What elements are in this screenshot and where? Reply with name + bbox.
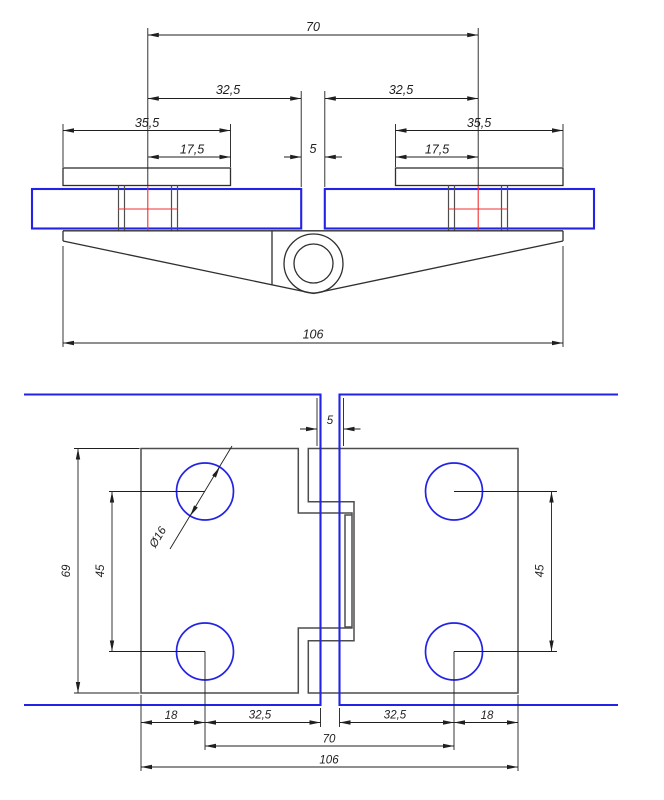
dimension-arrow: [290, 154, 302, 160]
dimension-arrow: [324, 96, 336, 101]
dimension-arrow: [109, 491, 115, 503]
dimension-arrow: [194, 720, 205, 725]
dimension-arrow: [467, 96, 479, 101]
dimension-arrow: [467, 154, 479, 160]
dimension-arrow: [507, 764, 518, 770]
plan-view-dimensions: 5 69 45 45 Ø16 18 32,5 32,5 18 70 106: [61, 398, 557, 771]
dimension-arrow: [109, 640, 115, 652]
dim-label-side-center-to-glass-left: 32,5: [216, 83, 240, 97]
dimension-arrow: [306, 426, 317, 432]
dimension-arrow: [467, 32, 479, 38]
dimension-arrow: [549, 491, 554, 503]
side-view-dimensions: 70 32,5 32,5 35,5 35,5 17,5 17,5 5 106: [62, 20, 564, 347]
dim-label-plan-overall: 106: [319, 755, 339, 767]
hinge-body-line: [62, 240, 314, 295]
dimension-arrow: [552, 340, 563, 346]
dimension-arrow: [212, 467, 220, 478]
hinge-plate-outline: [140, 447, 353, 694]
dimension-arrow: [75, 448, 81, 460]
dim-label-side-screw-left: 17,5: [180, 143, 204, 157]
dim-label-side-overall: 106: [303, 328, 324, 342]
dimension-arrow: [147, 96, 159, 101]
dim-label-plan-height: 69: [61, 564, 73, 577]
dimension-arrow: [309, 720, 321, 725]
dim-label-plan-gap: 5: [327, 415, 334, 427]
dimension-arrow: [552, 128, 563, 133]
dim-label-side-hole-spacing: 70: [306, 20, 320, 34]
hinge-body-line: [313, 240, 564, 295]
hinge-barrel-circle: [293, 243, 334, 284]
dimension-arrow: [395, 154, 407, 160]
dimension-arrow: [549, 640, 554, 652]
dimension-arrow: [343, 426, 355, 432]
glass-panel-edge: [30, 187, 303, 230]
glass-panel-edge: [338, 393, 618, 707]
clamp-plate: [394, 167, 564, 187]
hinge-plate-outline: [344, 514, 352, 628]
dim-label-plan-hole-v-right: 45: [535, 564, 547, 577]
dimension-arrow: [63, 340, 74, 346]
dim-label-side-gap: 5: [310, 142, 317, 156]
dimension-arrow: [141, 720, 152, 725]
hinge-barrel-circle: [283, 233, 344, 294]
dimension-arrow: [339, 720, 351, 725]
side-view: [30, 167, 596, 295]
hinge-plate-outline: [307, 447, 519, 694]
dim-label-plan-hole-to-gap-left: 32,5: [249, 710, 272, 722]
dimension-arrow: [443, 743, 454, 749]
dim-label-side-plate-right: 35,5: [467, 116, 491, 130]
dim-label-plan-hole-dia: Ø16: [147, 525, 169, 551]
dimension-arrow: [141, 764, 152, 770]
dim-label-plan-hole-v-left: 45: [95, 564, 107, 577]
dim-label-side-plate-left: 35,5: [135, 116, 159, 130]
dimension-arrow: [443, 720, 454, 725]
dimension-arrow: [395, 128, 407, 133]
glass-panel-edge: [24, 393, 322, 707]
dimension-arrow: [290, 96, 302, 101]
dimension-arrow: [75, 682, 81, 693]
dim-label-side-screw-right: 17,5: [425, 143, 449, 157]
dimension-arrow: [507, 720, 518, 725]
dim-label-plan-hole-to-gap-right: 32,5: [384, 710, 407, 722]
dimension-arrow: [63, 128, 74, 133]
dimension-arrow: [205, 720, 216, 725]
clamp-plate: [62, 167, 232, 187]
dimension-arrow: [454, 720, 465, 725]
dimension-arrow: [219, 154, 231, 160]
dim-label-plan-edge-right: 18: [481, 710, 494, 722]
dimension-arrow: [190, 505, 198, 516]
dimension-arrow: [205, 743, 216, 749]
dim-label-side-center-to-glass-right: 32,5: [389, 83, 413, 97]
glass-panel-edge: [323, 187, 596, 230]
dimension-arrow: [147, 154, 159, 160]
dimension-arrow: [147, 32, 159, 38]
dimension-arrow: [324, 154, 336, 160]
plan-view: [24, 393, 618, 707]
dimension-line: [169, 445, 233, 550]
dim-label-plan-hole-spacing: 70: [323, 734, 336, 746]
dim-label-plan-edge-left: 18: [165, 710, 178, 722]
dimension-arrow: [219, 128, 231, 133]
